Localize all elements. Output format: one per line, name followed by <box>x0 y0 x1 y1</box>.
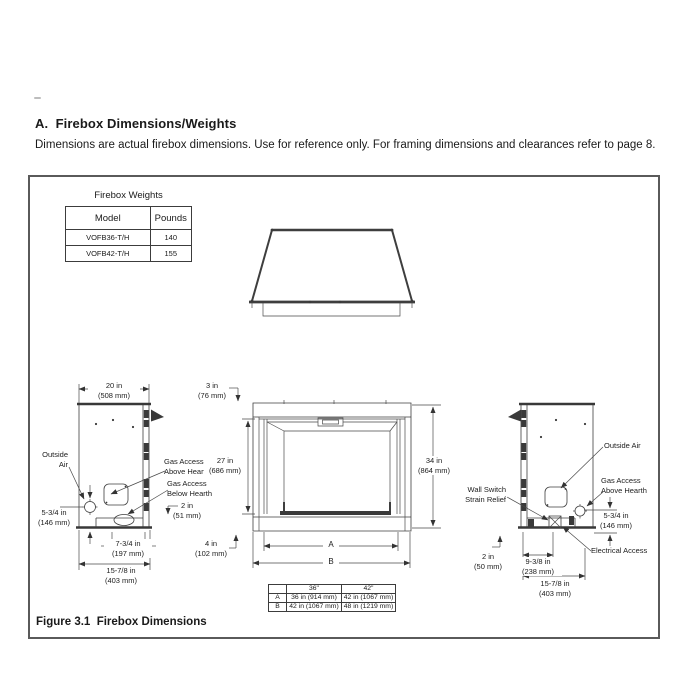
damper-handle <box>318 418 343 426</box>
size-col-blank <box>268 584 287 594</box>
table-row: B 42 in (1067 mm) 48 in (1219 mm) <box>268 602 396 612</box>
stray-mark <box>34 97 41 99</box>
weights-header-row: Model Pounds <box>65 206 193 230</box>
gas-access-below-label: Gas Access Below Hearth <box>167 479 213 498</box>
size-header-row: 36" 42" <box>268 584 396 594</box>
dim-height-label: 34 in (864 mm) <box>412 456 456 476</box>
outside-air-knockout <box>85 502 96 513</box>
dim-gas-offset-label: 7-3/4 in (197 mm) <box>104 539 152 559</box>
front-view-drawing <box>229 388 441 568</box>
electrical-access-label: Electrical Access <box>591 546 648 555</box>
side-knockouts <box>143 410 149 511</box>
table-row: VOFB36-T/H 140 <box>65 229 193 246</box>
size-col-42: 42" <box>341 584 396 594</box>
gas-access-below-knockout <box>114 515 134 526</box>
size-a-36: 36 in (914 mm) <box>286 593 342 603</box>
dim-outside-air-label: 5-3/4 in (146 mm) <box>37 508 71 527</box>
dim-hearth-label: 2 in (51 mm) <box>173 501 201 520</box>
table-row: VOFB42-T/H 155 <box>65 245 193 262</box>
size-b-36: 42 in (1067 mm) <box>286 602 342 612</box>
dim-base-label: 15-7/8 in (403 mm) <box>104 566 138 585</box>
weights-col-pounds: Pounds <box>149 206 193 230</box>
dim-opening-label: 27 in (686 mm) <box>204 456 246 476</box>
size-key-b: B <box>268 602 287 612</box>
dim-electrical-offset-label: 9-3/8 in (238 mm) <box>514 557 562 577</box>
side-knockouts <box>521 410 527 511</box>
dim-outside-air-label: 5-3/4 in (146 mm) <box>599 511 633 530</box>
hearth-bar <box>280 511 391 515</box>
dim-a-label: A <box>323 540 339 551</box>
dim-bottom-label: 4 in (102 mm) <box>194 539 228 558</box>
outside-air-knockout <box>545 487 567 507</box>
wall-switch-label: Wall Switch Strain Relief <box>465 485 506 504</box>
size-a-42: 42 in (1067 mm) <box>341 593 396 603</box>
top-view-drawing <box>249 228 415 316</box>
gas-access-above-knockout <box>104 484 128 505</box>
figure-border-box <box>28 175 660 639</box>
gas-access-above-label: Gas Access Above Hearth <box>601 476 647 495</box>
size-table: 36" 42" A 36 in (914 mm) 42 in (1067 mm)… <box>268 584 396 612</box>
table-row: A 36 in (914 mm) 42 in (1067 mm) <box>268 593 396 603</box>
dim-b-label: B <box>323 557 339 568</box>
size-key-a: A <box>268 593 287 603</box>
dim-floor-label: 2 in (50 mm) <box>474 552 502 571</box>
dim-top-label: 3 in (76 mm) <box>198 381 226 400</box>
gas-access-above-knockout <box>575 506 585 516</box>
size-col-36: 36" <box>286 584 342 594</box>
firebox-weights-table: Firebox Weights Model Pounds VOFB36-T/H … <box>65 190 193 262</box>
weights-table-title: Firebox Weights <box>94 190 163 201</box>
electrical-box <box>549 516 561 528</box>
dim-base-label: 15-7/8 in (403 mm) <box>530 579 580 599</box>
dim-depth-label: 20 in (508 mm) <box>88 381 140 401</box>
gas-access-above-label: Gas Access Above Hearth <box>164 457 210 476</box>
outside-air-label: Outside Air <box>42 450 68 469</box>
size-b-42: 48 in (1219 mm) <box>341 602 396 612</box>
outside-air-label: Outside Air <box>604 441 641 450</box>
page-title: A. Firebox Dimensions/Weights <box>35 116 237 131</box>
nailing-flange <box>151 409 164 422</box>
intro-text: Dimensions are actual firebox dimensions… <box>35 139 656 151</box>
nailing-flange <box>508 409 521 422</box>
right-side-view-drawing <box>492 404 617 580</box>
weights-pounds-1: 155 <box>149 245 193 262</box>
figure-caption: Figure 3.1 Firebox Dimensions <box>36 616 207 628</box>
